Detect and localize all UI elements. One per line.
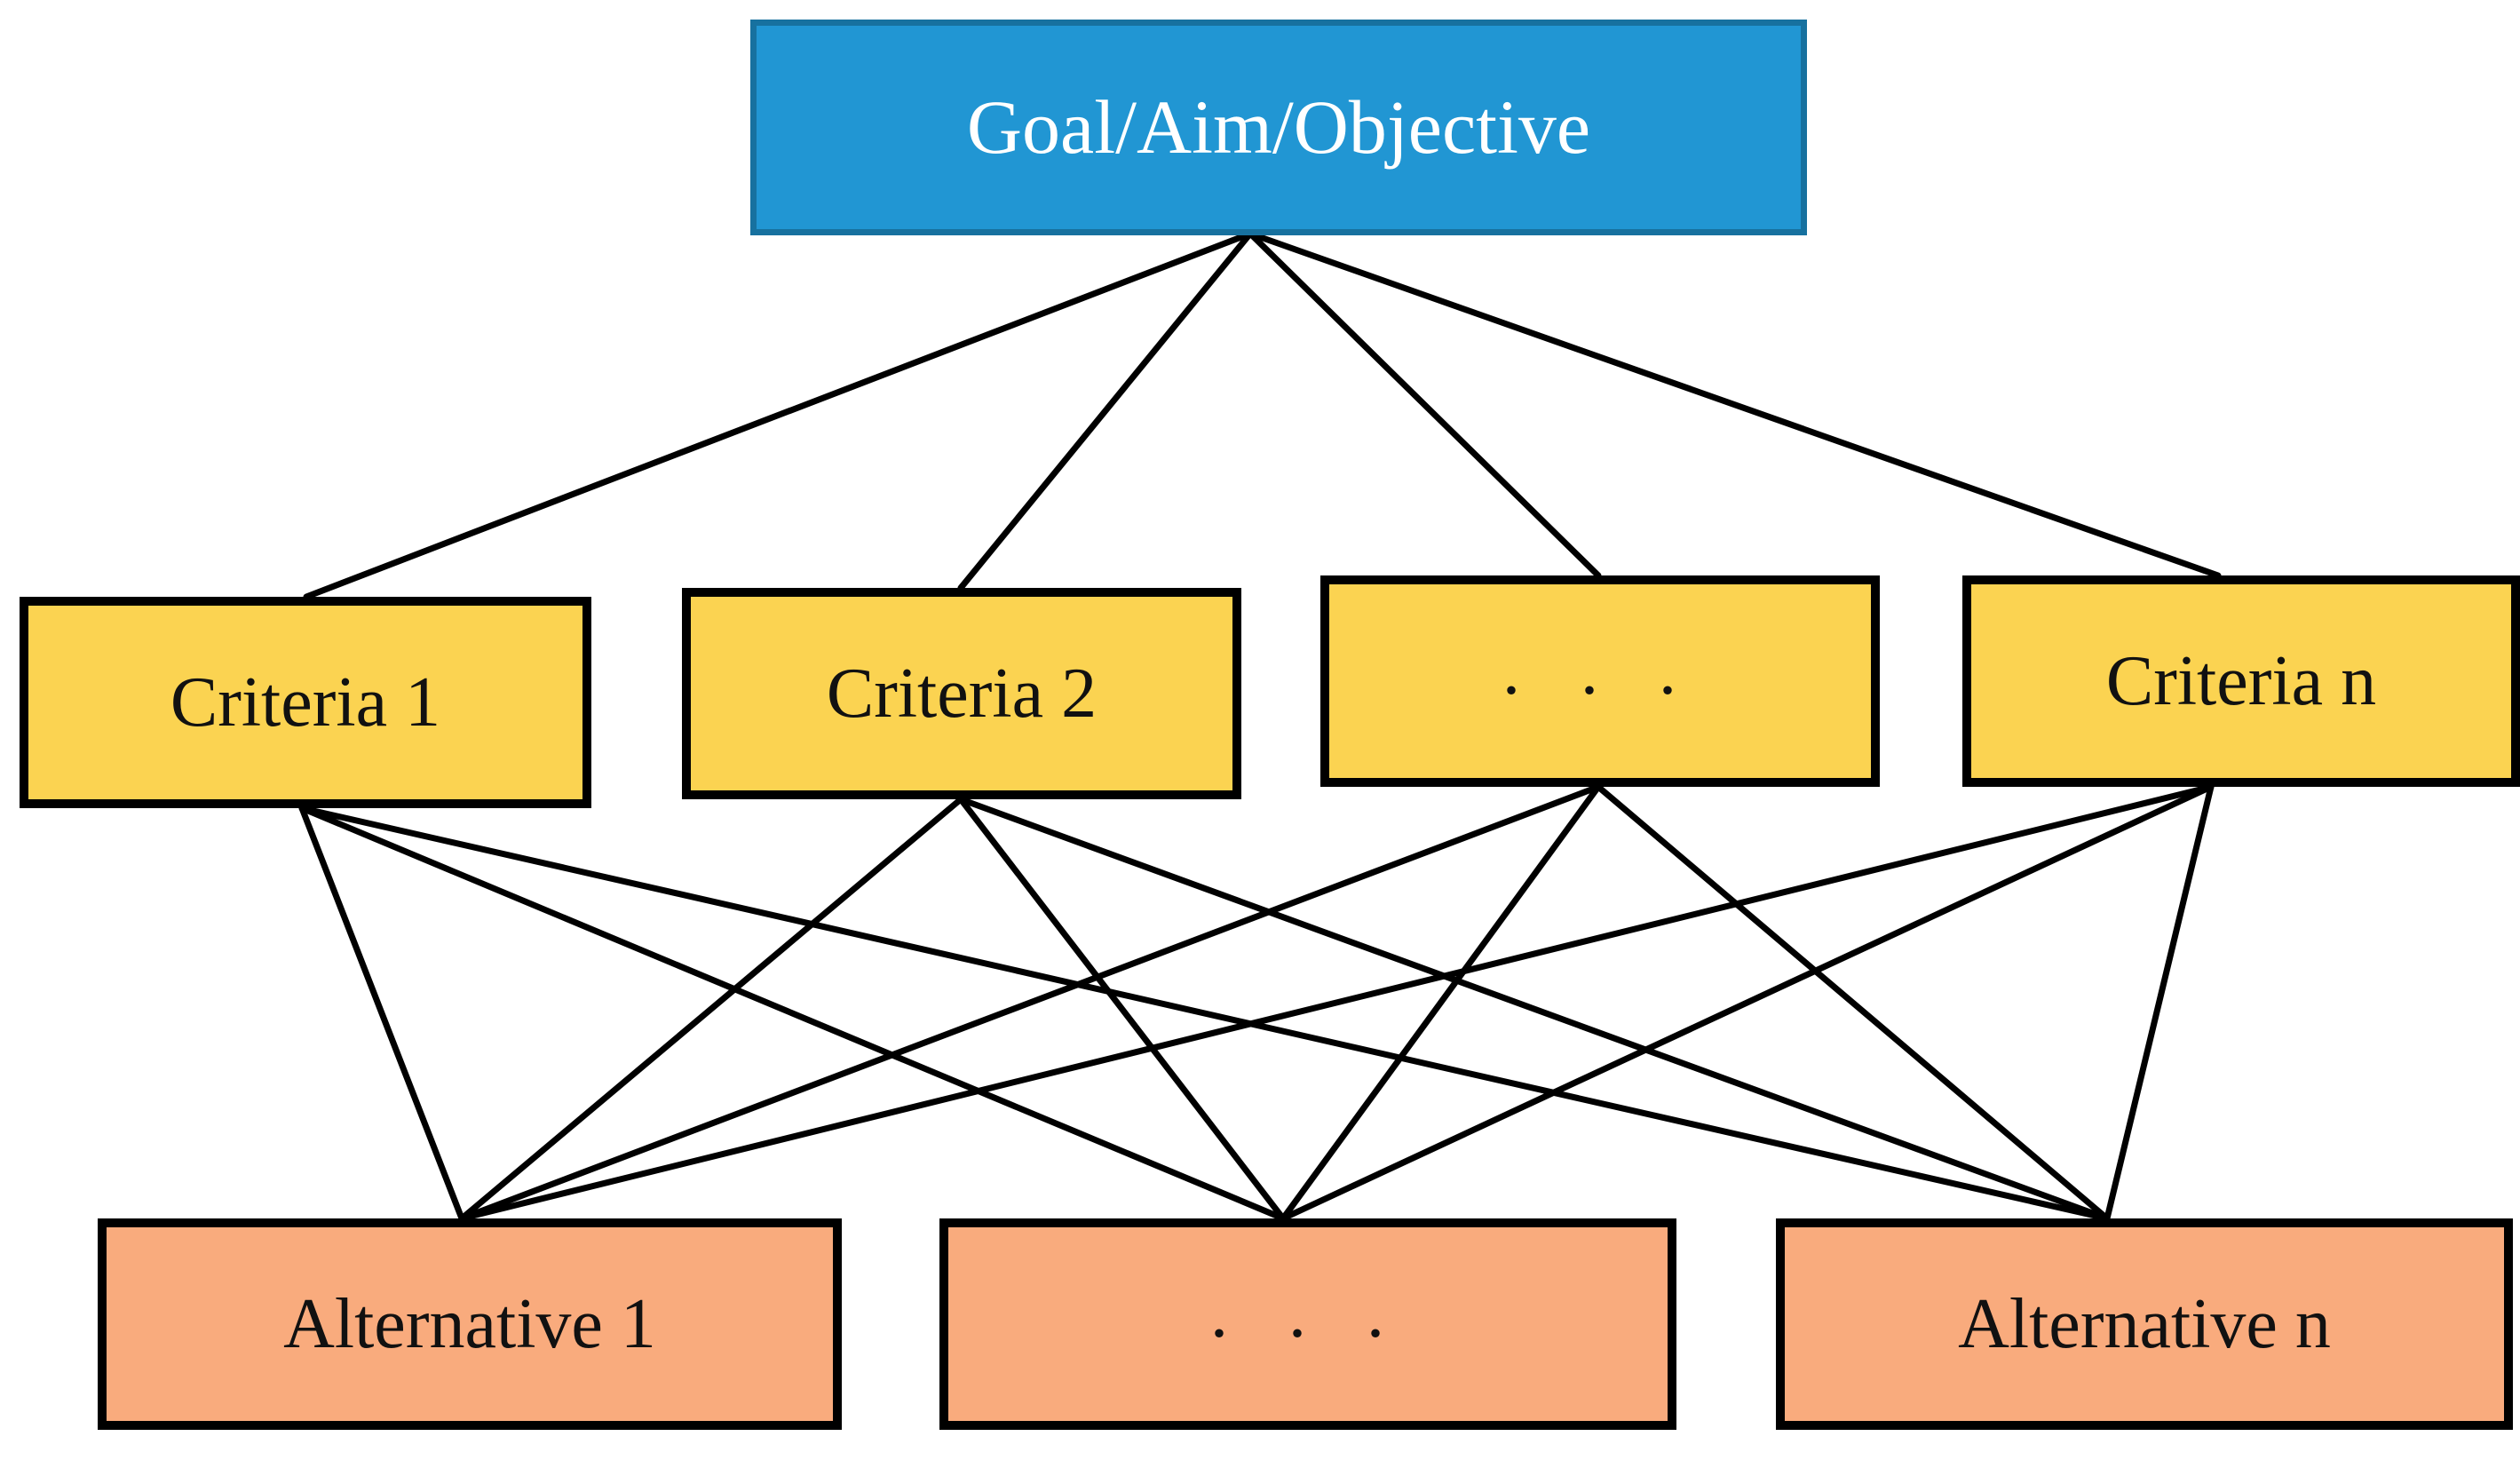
alternative-node-ellipsis[interactable]: . . .	[939, 1218, 1676, 1430]
edge-goal-to-criteria-3	[1247, 230, 1602, 579]
criteria-node-ellipsis[interactable]: . . .	[1320, 575, 1880, 787]
edge-goal-to-criteria-1	[303, 230, 1254, 600]
edge-criteria-1-to-alternative-2	[298, 805, 1287, 1222]
edge-criteria-3-to-alternative-3	[1595, 783, 2111, 1222]
edge-criteria-3-to-alternative-1	[458, 783, 1602, 1222]
edge-criteria-1-to-alternative-1	[298, 805, 465, 1222]
edge-goal-to-criteria-2	[957, 230, 1254, 591]
edge-criteria-4-to-alternative-3	[2104, 783, 2215, 1222]
criteria-node-1[interactable]: Criteria 1	[20, 597, 591, 808]
edge-criteria-2-to-alternative-2	[957, 796, 1287, 1222]
edge-goal-to-criteria-4	[1247, 230, 2222, 579]
alternative-label-1: Alternative 1	[283, 1285, 656, 1363]
goal-node[interactable]: Goal/Aim/Objective	[750, 20, 1807, 235]
edge-criteria-4-to-alternative-1	[458, 783, 2215, 1222]
alternative-node-1[interactable]: Alternative 1	[98, 1218, 842, 1430]
criteria-node-2[interactable]: Criteria 2	[682, 588, 1241, 799]
alternative-node-n[interactable]: Alternative n	[1776, 1218, 2513, 1430]
alternative-label-n: Alternative n	[1958, 1285, 2331, 1363]
criteria-label-n: Criteria n	[2105, 642, 2377, 720]
edge-criteria-2-to-alternative-3	[957, 796, 2111, 1222]
edge-criteria-4-to-alternative-2	[1280, 783, 2215, 1222]
criteria-label-1: Criteria 1	[170, 663, 441, 742]
edge-criteria-2-to-alternative-1	[458, 796, 964, 1222]
criteria-label-2: Criteria 2	[826, 655, 1098, 733]
goal-label: Goal/Aim/Objective	[966, 84, 1591, 171]
criteria-node-n[interactable]: Criteria n	[1962, 575, 2520, 787]
edge-criteria-3-to-alternative-2	[1280, 783, 1602, 1222]
criteria-label-ellipsis: . . .	[1502, 631, 1698, 710]
edge-criteria-1-to-alternative-3	[298, 805, 2111, 1222]
alternative-label-ellipsis: . . .	[1210, 1274, 1406, 1353]
